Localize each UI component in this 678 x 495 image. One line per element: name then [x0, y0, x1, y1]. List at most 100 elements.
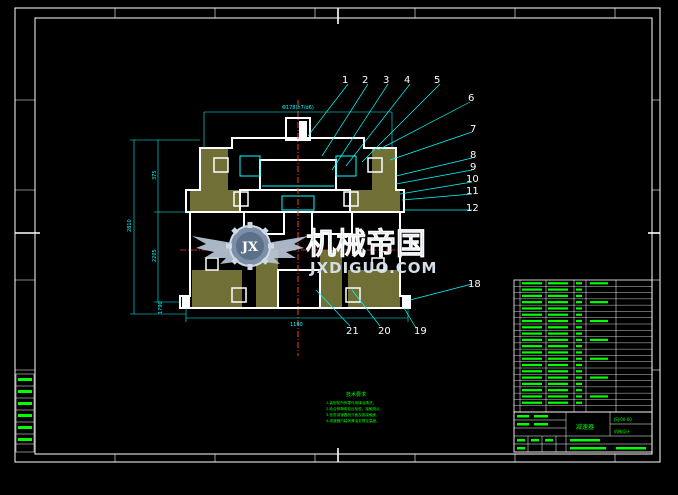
bom-cell-glyph [576, 294, 582, 297]
bom-cell-glyph [576, 351, 582, 354]
bom-cell-glyph [576, 357, 582, 360]
watermark-gear-icon [226, 222, 274, 270]
dim-left-foot: 1790 [158, 301, 164, 314]
tech-req-line-1: 1.装配前所有零件用煤油清洗， [326, 400, 376, 405]
balloon-3: 3 [383, 75, 389, 86]
bom-text [522, 282, 608, 404]
bom-cell-glyph [548, 301, 568, 304]
bom-cell-glyph [522, 389, 542, 392]
balloon-21: 21 [346, 326, 359, 337]
balloon-numbers: 1 2 3 4 5 6 7 8 9 10 11 12 18 19 20 21 [342, 75, 481, 337]
title-part-name: 减速器 [576, 423, 594, 431]
bom-cell-glyph [548, 395, 568, 398]
bom-cell-glyph [576, 307, 582, 310]
bom-cell-glyph [548, 363, 568, 367]
bom-cell-glyph [548, 282, 568, 285]
title-drawing-no: JSJ-00-00 [613, 417, 632, 422]
bom-cell-glyph [548, 319, 568, 323]
bom-cell-glyph [576, 332, 582, 335]
bom-cell-glyph [522, 345, 542, 348]
bom-cell-glyph [522, 332, 542, 335]
parts-list-table [513, 279, 653, 413]
tech-req-title: 技术要求 [346, 391, 366, 398]
bom-cell-glyph [548, 401, 568, 404]
bom-cell-glyph [548, 294, 568, 297]
bom-cell-glyph [590, 395, 608, 398]
technical-requirements: 技术要求 1.装配前所有零件用煤油清洗， 2.啮合侧隙用铅丝检验，接触斑点， 3… [326, 391, 383, 423]
inner-frame [34, 17, 653, 455]
bom-cell-glyph [548, 288, 568, 291]
title-block: 减速器 JSJ-00-00 机械设计 [513, 411, 653, 453]
dim-bottom-width: 1190 [290, 322, 303, 328]
balloon-10: 10 [466, 174, 479, 185]
bom-cell-glyph [590, 301, 608, 304]
bom-cell-glyph [576, 313, 582, 316]
bom-cell-glyph [548, 345, 568, 348]
bom-cell-glyph [576, 319, 582, 323]
bom-cell-glyph [548, 351, 568, 354]
watermark-en: JXDIGUO.COM [309, 259, 437, 277]
bom-cell-glyph [548, 382, 568, 385]
bom-cell-glyph [522, 401, 542, 404]
dimension-lines [130, 111, 409, 322]
bom-cell-glyph [548, 326, 568, 329]
bom-cell-glyph [590, 357, 608, 360]
centering-marks [15, 8, 660, 462]
bom-cell-glyph [576, 389, 582, 392]
balloon-20: 20 [378, 326, 391, 337]
bom-cell-glyph [548, 370, 568, 373]
balloon-5: 5 [434, 75, 440, 86]
bom-cell-glyph [576, 338, 582, 341]
bom-cell-glyph [522, 307, 542, 310]
bom-cell-glyph [576, 363, 582, 367]
bom-cell-glyph [576, 345, 582, 348]
bom-cell-glyph [576, 301, 582, 304]
dim-left-overall: 2810 [127, 219, 133, 232]
bom-cell-glyph [522, 395, 542, 398]
balloon-8: 8 [470, 150, 476, 161]
bom-rows [514, 286, 652, 406]
bom-cell-glyph [590, 282, 608, 285]
bom-cell-glyph [548, 307, 568, 310]
title-school: 机械设计 [614, 428, 630, 434]
balloon-9: 9 [470, 162, 476, 173]
dim-top-width: Φ178(h7/d6) [282, 105, 314, 111]
watermark-logo-letters: JX [241, 240, 259, 255]
balloon-7: 7 [470, 124, 476, 135]
bom-cell-glyph [590, 338, 608, 341]
side-strip [15, 373, 35, 453]
balloon-6: 6 [468, 93, 474, 104]
bom-cell-glyph [576, 376, 582, 379]
housing-outline [179, 117, 411, 309]
bom-cell-glyph [548, 338, 568, 341]
housing-hatch [190, 148, 400, 308]
bom-cell-glyph [576, 401, 582, 404]
bom-cell-glyph [548, 357, 568, 360]
bom-cell-glyph [576, 326, 582, 329]
bom-cell-glyph [522, 288, 542, 291]
bom-cell-glyph [522, 301, 542, 304]
bom-cell-glyph [548, 313, 568, 316]
zone-ticks [15, 8, 660, 462]
dim-left-lower: 2205 [152, 249, 158, 262]
bom-cell-glyph [590, 376, 608, 379]
bom-cell-glyph [590, 319, 608, 323]
bom-cell-glyph [522, 382, 542, 385]
balloon-11: 11 [466, 186, 479, 197]
bom-cell-glyph [522, 313, 542, 316]
bom-cell-glyph [576, 395, 582, 398]
watermark: JX 机械帝国 JXDIGUO.COM [192, 222, 437, 277]
bom-cell-glyph [576, 370, 582, 373]
balloon-2: 2 [362, 75, 368, 86]
bom-cell-glyph [548, 376, 568, 379]
bom-cell-glyph [548, 332, 568, 335]
tech-req-line-4: 4.减速器内装润滑油至规定高度。 [326, 418, 380, 423]
tech-req-line-3: 3.检查减速器剖分面及各接触面， [326, 412, 380, 417]
bom-cell-glyph [522, 351, 542, 354]
balloon-12: 12 [466, 203, 479, 214]
leader-lines [307, 83, 473, 329]
gearbox-assembly-section [179, 100, 411, 356]
bom-cell-glyph [576, 382, 582, 385]
bom-cell-glyph [522, 282, 542, 285]
